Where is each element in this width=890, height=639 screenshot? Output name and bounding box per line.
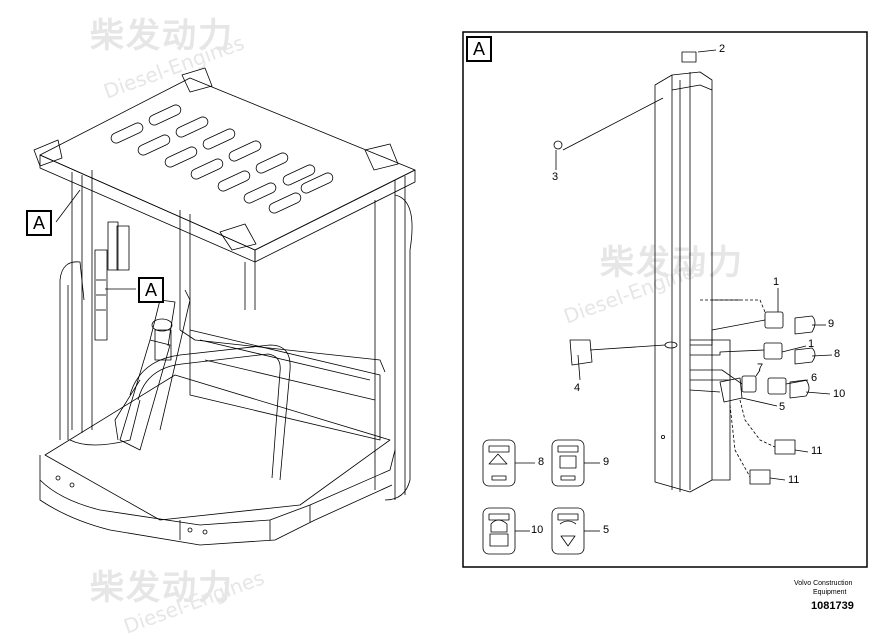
callout-switch-5: 5 bbox=[603, 524, 610, 536]
switch-face-10 bbox=[482, 507, 516, 555]
brand-line-1: Volvo Construction bbox=[794, 580, 853, 587]
cab-handrail bbox=[59, 261, 386, 481]
view-label-a-pillar: A bbox=[138, 277, 164, 303]
cab-base-frame bbox=[39, 449, 396, 546]
callout-9: 9 bbox=[828, 318, 835, 330]
switch-cluster bbox=[689, 299, 816, 485]
callout-7: 7 bbox=[757, 362, 764, 374]
detail-view-label-a: A bbox=[466, 36, 492, 62]
callout-switch-9: 9 bbox=[603, 456, 610, 468]
callout-11a: 11 bbox=[811, 445, 823, 457]
detail-frame bbox=[462, 31, 868, 568]
callout-8: 8 bbox=[834, 348, 841, 360]
callout-switch-8: 8 bbox=[538, 456, 545, 468]
cab-pillars bbox=[71, 170, 413, 501]
control-column bbox=[114, 289, 191, 451]
callout-6: 6 bbox=[811, 372, 818, 384]
view-label-a-overview: A bbox=[26, 210, 52, 236]
callout-1: 1 bbox=[773, 276, 780, 288]
switch-face-5 bbox=[551, 507, 585, 555]
callout-3: 3 bbox=[552, 171, 559, 183]
cab-floor bbox=[44, 329, 391, 521]
callout-4: 4 bbox=[574, 382, 581, 394]
callout-5: 5 bbox=[779, 401, 786, 413]
switch-face-9 bbox=[551, 439, 585, 487]
screw-part-3 bbox=[553, 140, 563, 158]
callout-11b: 11 bbox=[788, 474, 800, 486]
decal-part-4 bbox=[569, 339, 593, 366]
part-number: 1081739 bbox=[811, 600, 854, 612]
callout-switch-10: 10 bbox=[531, 524, 544, 536]
callout-10: 10 bbox=[833, 388, 846, 400]
pillar-switch-panel bbox=[94, 221, 130, 341]
detail-pillar bbox=[654, 51, 740, 493]
brand-line-2: Equipment bbox=[813, 589, 847, 596]
switch-face-8 bbox=[482, 439, 516, 487]
callout-2: 2 bbox=[719, 43, 726, 55]
cab-roof bbox=[33, 67, 416, 263]
callout-1b: 1 bbox=[808, 338, 815, 350]
